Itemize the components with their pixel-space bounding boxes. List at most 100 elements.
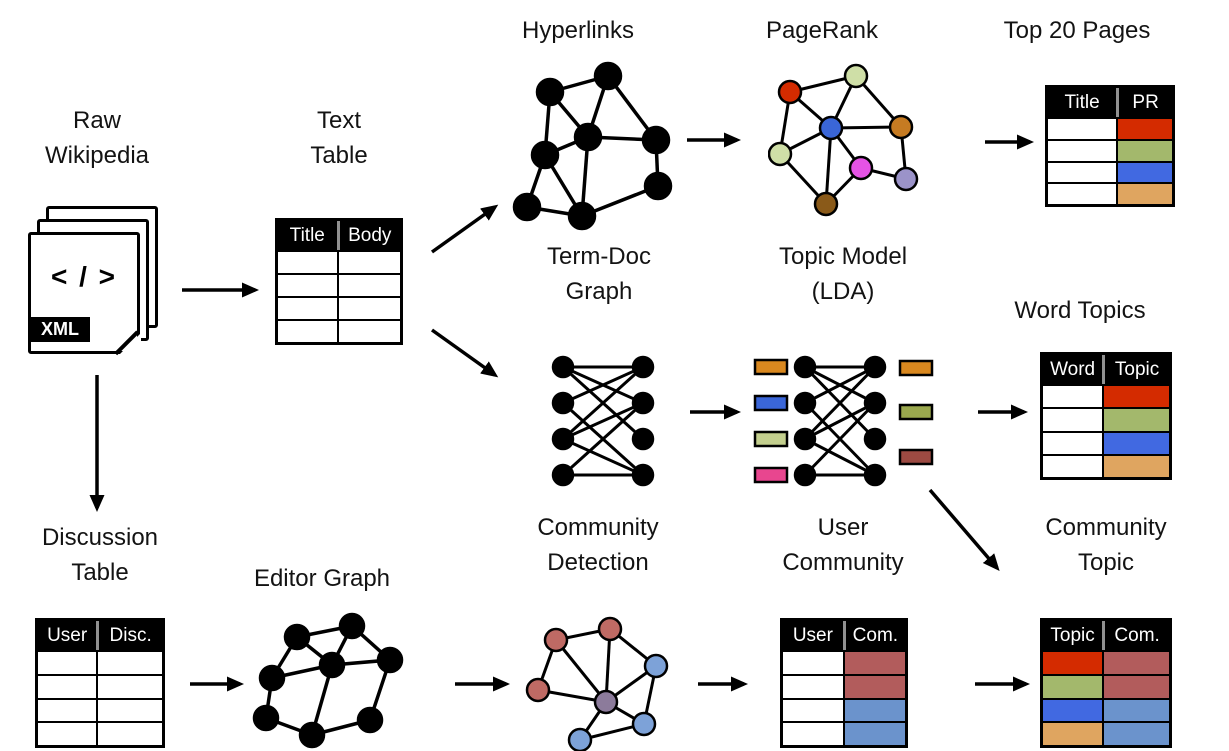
graph-node xyxy=(863,391,887,415)
label-user-community: User Community xyxy=(743,510,943,580)
editor-graph xyxy=(252,612,412,751)
table-row xyxy=(783,721,905,745)
graph-node xyxy=(551,427,575,451)
table-header-divider xyxy=(1102,355,1106,384)
label-raw-wikipedia: Raw Wikipedia xyxy=(7,103,187,173)
table-cell xyxy=(1043,723,1103,745)
table-cell xyxy=(1043,386,1103,408)
table-cell xyxy=(1043,675,1103,698)
table-cell xyxy=(38,699,97,722)
table-cell xyxy=(96,652,162,674)
graph-node xyxy=(318,651,346,679)
table-row xyxy=(783,673,905,698)
graph-edge xyxy=(804,365,876,405)
table-header-cell: Title xyxy=(1064,92,1100,113)
xml-document-icon: < / > XML xyxy=(28,206,162,355)
arrow-text-table-to-term-doc xyxy=(430,328,499,378)
table-header-divider xyxy=(842,621,846,650)
xml-badge: XML xyxy=(30,317,90,342)
table-row xyxy=(1043,673,1169,698)
table-cell xyxy=(1102,723,1169,745)
graph-svg xyxy=(551,355,655,487)
label-community-topic: Community Topic xyxy=(1006,510,1206,580)
label-line: Hyperlinks xyxy=(521,17,635,44)
table-row xyxy=(38,721,162,745)
table-row xyxy=(1043,721,1169,745)
graph-node xyxy=(551,463,575,487)
graph-node xyxy=(631,711,657,737)
graph-node xyxy=(597,616,623,642)
label-top-20-pages: Top 20 Pages xyxy=(957,13,1197,48)
graph-node xyxy=(793,391,817,415)
graph-node xyxy=(535,77,565,107)
label-line: Graph xyxy=(565,278,633,305)
table-cell xyxy=(842,699,905,722)
table-cell xyxy=(842,652,905,674)
table-row xyxy=(1048,117,1172,139)
graph-node xyxy=(356,706,384,734)
graph-edge xyxy=(562,401,644,441)
table-cell xyxy=(1043,652,1103,674)
table-row xyxy=(1048,182,1172,204)
graph-node xyxy=(593,689,619,715)
label-discussion-table: Discussion Table xyxy=(5,520,195,590)
graph-node xyxy=(893,166,919,192)
arrow-text-table-to-hyperlinks xyxy=(430,204,499,254)
graph-node xyxy=(848,155,874,181)
page-fold-icon xyxy=(118,332,141,355)
table-cell xyxy=(278,321,337,342)
graph-node xyxy=(593,61,623,91)
graph-node xyxy=(793,463,817,487)
graph-edge xyxy=(803,401,877,477)
graph-node xyxy=(631,355,655,379)
label-line: Term-Doc xyxy=(546,243,651,270)
table-row xyxy=(783,650,905,674)
label-community-detection: Community Detection xyxy=(498,510,698,580)
graph-edge xyxy=(804,437,876,477)
table-cell xyxy=(96,675,162,698)
table-cell xyxy=(1043,432,1103,454)
label-line: Topic xyxy=(1077,549,1135,576)
label-pagerank: PageRank xyxy=(722,13,922,48)
label-term-doc-graph: Term-Doc Graph xyxy=(499,239,699,309)
table-cell xyxy=(336,252,400,273)
graph-node xyxy=(643,653,669,679)
table-cell xyxy=(96,723,162,745)
table-cell xyxy=(1102,675,1169,698)
hyperlinks-graph xyxy=(505,58,680,238)
graph-node xyxy=(543,627,569,653)
table-cell xyxy=(1116,119,1172,139)
table-cell xyxy=(1048,184,1117,204)
table-header-divider xyxy=(96,621,100,650)
label-line: Community xyxy=(537,514,659,541)
graph-edge xyxy=(803,365,877,441)
table-header-cell: Word xyxy=(1050,359,1096,380)
table-cell xyxy=(783,675,843,698)
graph-node xyxy=(567,727,593,751)
graph-node xyxy=(376,646,404,674)
table-cell xyxy=(783,699,843,722)
label-line: Top 20 Pages xyxy=(1003,17,1151,44)
label-line: User xyxy=(817,514,869,541)
table-header-cell: Com. xyxy=(852,625,899,646)
pagerank-graph xyxy=(767,62,928,234)
label-line: Raw xyxy=(72,107,121,134)
table-cell xyxy=(278,298,337,319)
graph-node xyxy=(283,623,311,651)
document-page-front: < / > XML xyxy=(28,232,141,355)
table-cell xyxy=(842,675,905,698)
graph-svg xyxy=(753,355,934,487)
label-line: Wikipedia xyxy=(44,142,150,169)
graph-svg xyxy=(767,63,919,217)
graph-edge xyxy=(562,437,644,477)
label-editor-graph: Editor Graph xyxy=(222,561,422,596)
graph-bar xyxy=(753,358,789,376)
table-row xyxy=(1043,384,1169,408)
